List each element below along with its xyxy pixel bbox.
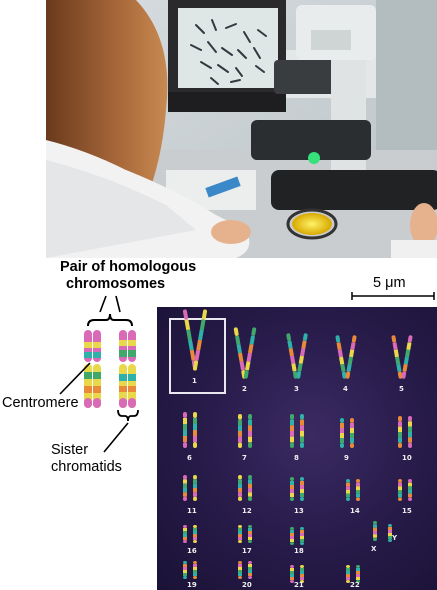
chromosome-label-20: 20 xyxy=(242,581,252,589)
homologous-pair-label: Pair of homologous chromosomes xyxy=(60,259,196,293)
chromosome-label-8: 8 xyxy=(294,454,299,462)
chromosome-label-4: 4 xyxy=(343,385,348,393)
chromosome-label-22: 22 xyxy=(350,581,360,589)
chromosome-22 xyxy=(346,565,360,583)
chromosome-8 xyxy=(290,414,304,448)
chromosome-3 xyxy=(286,333,308,379)
chromosome-20 xyxy=(238,561,252,579)
pair-pointer-right xyxy=(115,295,121,313)
chromosome-X xyxy=(373,521,377,541)
chromosome-16 xyxy=(183,525,197,543)
chromosome-label-3: 3 xyxy=(294,385,299,393)
lab-photo xyxy=(46,0,437,258)
chromosome-label-10: 10 xyxy=(402,454,412,462)
chromosome-label-2: 2 xyxy=(242,385,247,393)
chromosome-pair-diagram xyxy=(59,295,139,453)
karyotype-chromosomes xyxy=(182,309,413,583)
chromosome-label-Y: Y xyxy=(392,534,398,542)
chromosome-label-1: 1 xyxy=(192,377,197,385)
chromosome-5 xyxy=(391,335,413,379)
chromosome-2 xyxy=(233,327,257,379)
chromosome-label-13: 13 xyxy=(294,507,304,515)
chromosome-12 xyxy=(238,475,252,501)
homologous-bracket xyxy=(87,313,133,327)
sister-chromatids-label-line2: chromatids xyxy=(51,459,122,475)
chromosome-label-9: 9 xyxy=(344,454,349,462)
right-chromosome xyxy=(119,330,136,408)
chromosome-label-6: 6 xyxy=(187,454,192,462)
chromosome-label-16: 16 xyxy=(187,547,197,555)
chromosome-7 xyxy=(238,414,252,448)
chromosome-label-12: 12 xyxy=(242,507,252,515)
scale-bar xyxy=(351,292,435,300)
chromosome-label-18: 18 xyxy=(294,547,304,555)
chromosome-13 xyxy=(290,477,304,501)
scale-bar-label: 5 μm xyxy=(373,275,406,291)
homologous-pair-label-line1: Pair of homologous xyxy=(60,259,197,275)
chromosome-label-11: 11 xyxy=(187,507,197,515)
sister-pointer xyxy=(103,422,129,453)
chromosome-9 xyxy=(340,418,354,448)
centromere-label: Centromere xyxy=(2,395,79,411)
homologous-pair-label-line2: chromosomes xyxy=(66,276,166,292)
chromosome-19 xyxy=(183,561,197,579)
chromosome-label-5: 5 xyxy=(399,385,404,393)
chromosome-10 xyxy=(398,416,412,448)
chromosome-label-15: 15 xyxy=(402,507,412,515)
pair-pointer-left xyxy=(99,295,107,313)
chromosome-15 xyxy=(398,479,412,501)
chromosome-label-17: 17 xyxy=(242,547,252,555)
sister-chromatids-label-line1: Sister xyxy=(51,442,89,458)
highlight-box-chromosome-1 xyxy=(169,318,226,394)
chromosome-label-14: 14 xyxy=(350,507,360,515)
chromosome-label-X: X xyxy=(371,545,377,553)
chromosome-Y xyxy=(388,524,392,542)
chromosome-label-21: 21 xyxy=(294,581,304,589)
chromosome-6 xyxy=(183,412,197,448)
chromosome-1 xyxy=(182,309,208,371)
sister-chromatids-label: Sister chromatids xyxy=(51,442,122,476)
sister-bracket xyxy=(117,409,139,422)
chromosome-18 xyxy=(290,527,304,545)
centromere-pointer xyxy=(59,362,91,395)
chromosome-14 xyxy=(346,479,360,501)
chromosome-label-19: 19 xyxy=(187,581,197,589)
chromosome-11 xyxy=(183,475,197,501)
chromosome-17 xyxy=(238,525,252,543)
chromosome-4 xyxy=(335,335,357,379)
chromosome-label-7: 7 xyxy=(242,454,247,462)
left-chromosome xyxy=(84,330,101,408)
chromosome-21 xyxy=(290,565,304,583)
